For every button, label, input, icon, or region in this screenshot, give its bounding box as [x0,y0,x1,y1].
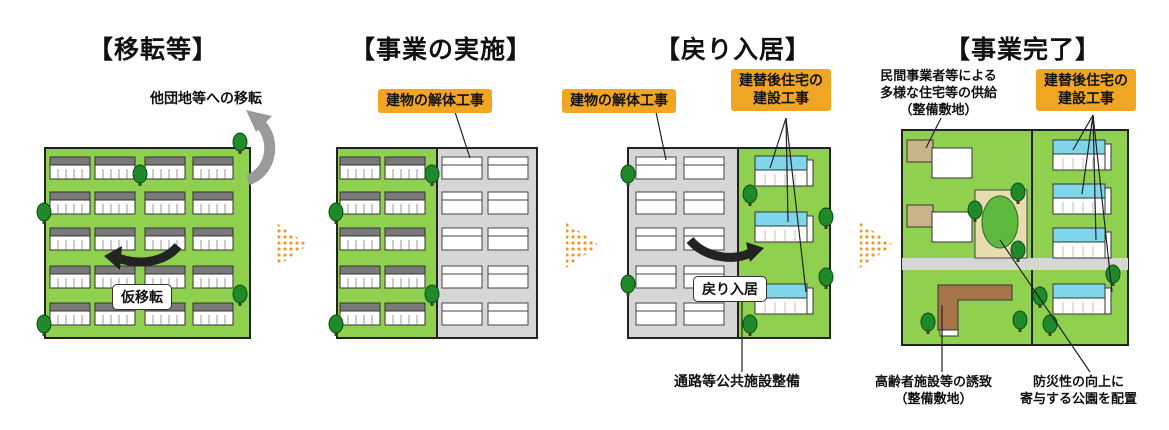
panel-title-relocation: 【移転等】 [88,35,219,64]
label-rebuild-2-line2: 建設工事 [1058,91,1114,107]
panel-return [620,111,834,372]
panel-title-implementation: 【事業の実施】 [350,35,533,64]
panel-title-return: 【戻り入居】 [655,35,812,64]
label-rebuild-2: 建替後住宅の 建設工事 [1036,69,1136,111]
label-private-supply-line1: 民間事業者等による [880,69,997,84]
label-temporary-move: 仮移転 [112,284,172,310]
label-public-facilities: 通路等公共施設整備 [674,374,800,390]
label-demolition-1: 建物の解体工事 [378,89,492,113]
arrow-step-3 [860,222,893,268]
label-private-supply: 民間事業者等による 多様な住宅等の供給 （整備敷地） [880,68,997,119]
label-rebuild-1-line2: 建設工事 [753,91,809,107]
panel-completion [901,114,1129,373]
label-elderly-facility: 高齢者施設等の誘致 （整備敷地） [875,374,992,408]
label-demolition-2: 建物の解体工事 [562,89,676,113]
label-rebuild-1: 建替後住宅の 建設工事 [731,69,831,111]
arrow-step-2 [566,222,599,268]
label-rebuild-2-line1: 建替後住宅の [1044,73,1128,89]
panel-title-completion: 【事業完了】 [945,35,1102,64]
label-private-supply-line2: 多様な住宅等の供給 [880,86,998,101]
label-return-move: 戻り入居 [693,276,767,302]
arrow-step-1 [275,222,308,268]
label-private-supply-line3: （整備敷地） [899,103,978,118]
label-rebuild-1-line1: 建替後住宅の [739,73,823,89]
panel-implementation [328,111,538,339]
label-park: 防災性の向上に 寄与する公園を配置 [1020,374,1137,408]
label-park-line2: 寄与する公園を配置 [1020,392,1138,407]
label-park-line1: 防災性の向上に [1033,375,1125,390]
label-relocation-other: 他団地等への移転 [150,91,262,107]
label-elderly-line1: 高齢者施設等の誘致 [875,375,993,390]
label-elderly-line2: （整備敷地） [894,392,973,407]
